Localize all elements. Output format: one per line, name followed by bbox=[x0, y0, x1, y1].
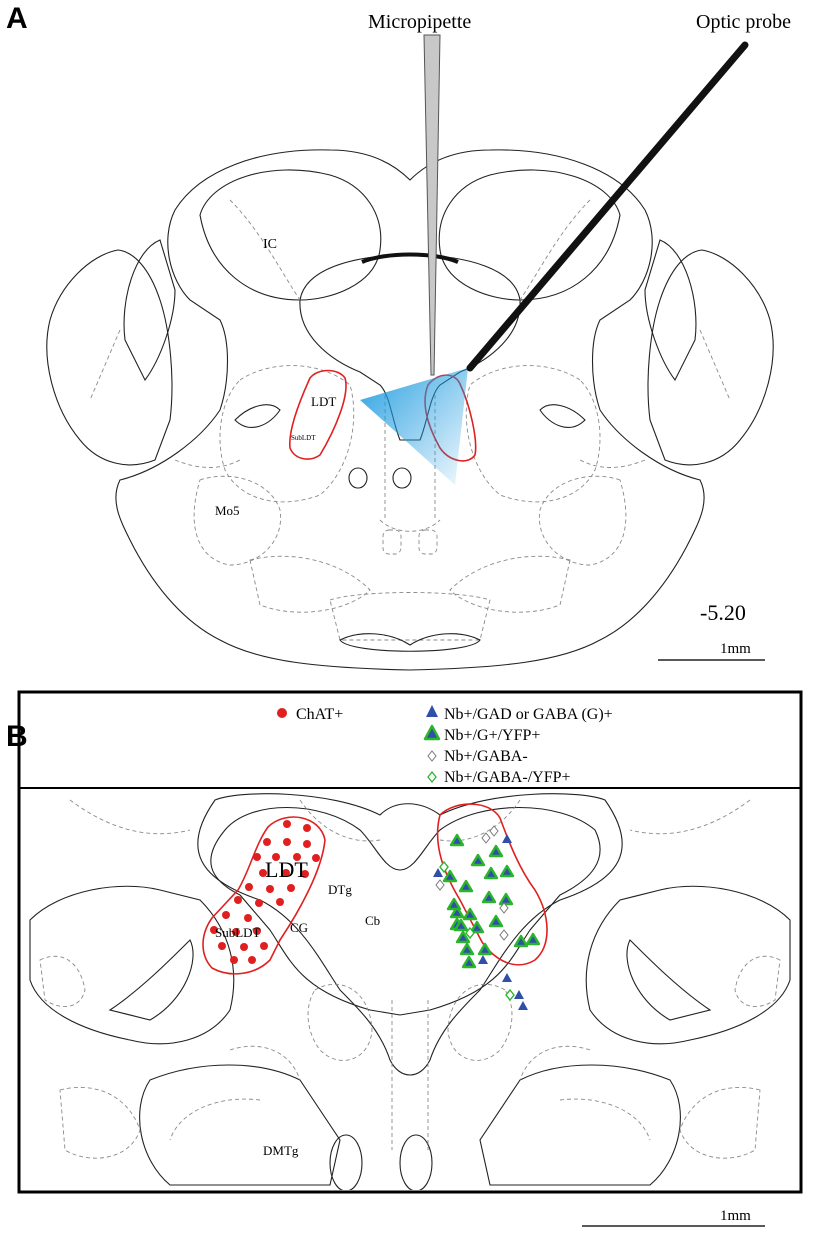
legend-blue-triangle-icon bbox=[426, 705, 438, 717]
green-triangles bbox=[442, 833, 541, 969]
legend-green-triangle-icon bbox=[423, 724, 441, 741]
green-diamonds bbox=[439, 860, 515, 1002]
gray-diamonds bbox=[435, 825, 509, 941]
blue-triangles bbox=[433, 834, 528, 1010]
legend-gray-diamond-icon bbox=[427, 750, 437, 762]
optic-probe bbox=[466, 41, 749, 372]
cb-label: Cb bbox=[365, 913, 380, 928]
ic-label: IC bbox=[263, 237, 277, 252]
legend-label-blue: Nb+/GAD or GABA (G)+ bbox=[444, 706, 613, 723]
subldt-label-a: SubLDT bbox=[291, 434, 316, 442]
panel-b-frame bbox=[17, 690, 803, 1194]
dmtg-label: DMTg bbox=[263, 1143, 299, 1158]
chat-dots bbox=[210, 820, 320, 964]
panel-a-letter: A bbox=[6, 2, 28, 35]
mo5-label: Mo5 bbox=[215, 503, 240, 518]
optic-beam bbox=[360, 368, 468, 485]
legend-label-gray-diamond: Nb+/GABA- bbox=[444, 748, 528, 765]
ldt-label-a: LDT bbox=[311, 394, 336, 409]
legend-green-diamond-icon bbox=[427, 770, 437, 784]
ldt-label-b: LDT bbox=[265, 857, 308, 882]
micropipette-label: Micropipette bbox=[368, 11, 471, 33]
optic-probe-label: Optic probe bbox=[696, 11, 791, 33]
legend-label-chat: ChAT+ bbox=[296, 706, 343, 723]
ldt-outline-b-right bbox=[436, 803, 548, 966]
legend-red-dot-icon bbox=[277, 708, 287, 718]
cg-label: CG bbox=[290, 920, 308, 935]
bregma-value: -5.20 bbox=[700, 600, 746, 625]
subldt-label-b: SubLDT bbox=[215, 925, 261, 940]
legend-label-green-triangle: Nb+/G+/YFP+ bbox=[444, 727, 540, 744]
scale-label-a: 1mm bbox=[720, 641, 751, 657]
legend: ChAT+ Nb+/GAD or GABA (G)+ Nb+/G+/YFP+ N… bbox=[277, 705, 613, 786]
ldt-outline-left-a bbox=[289, 369, 347, 460]
panel-a-brain-section bbox=[46, 149, 774, 671]
panel-b-letter: B bbox=[6, 720, 28, 753]
legend-label-green-diamond: Nb+/GABA-/YFP+ bbox=[444, 769, 571, 786]
dtg-label: DTg bbox=[328, 882, 352, 897]
micropipette bbox=[423, 34, 441, 376]
ldt-outline-b-left bbox=[202, 816, 326, 975]
panel-b-brain-section bbox=[29, 793, 791, 1190]
scale-label-b: 1mm bbox=[720, 1208, 751, 1224]
